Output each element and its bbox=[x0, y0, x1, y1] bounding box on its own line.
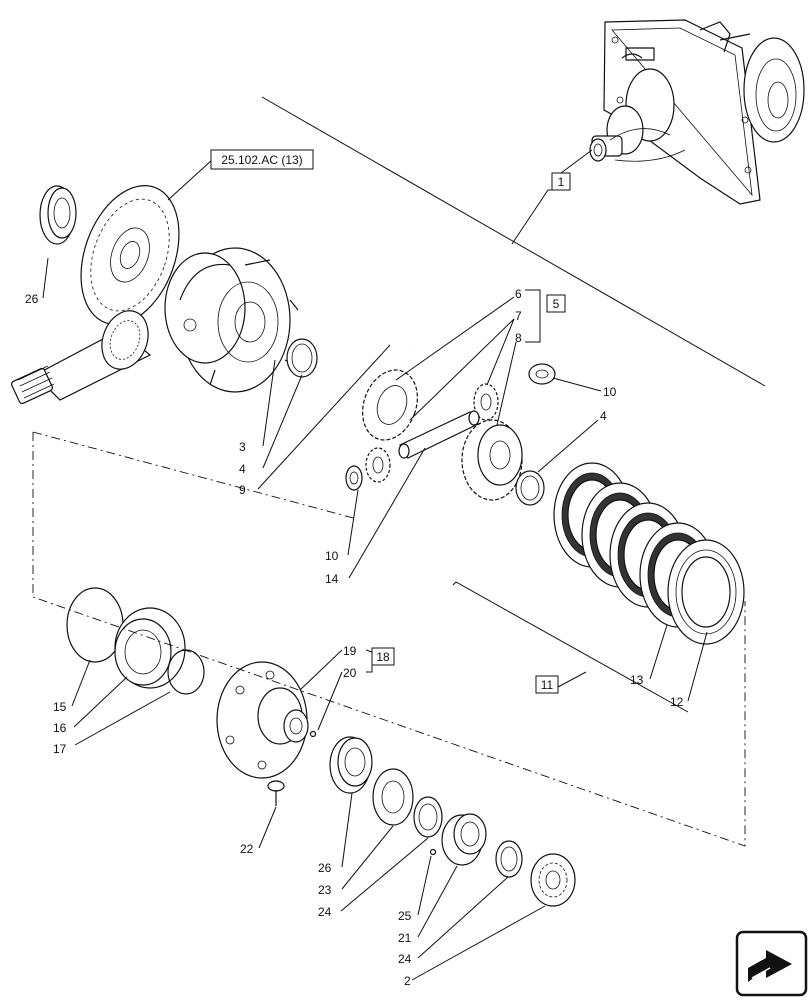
callout-9: 9 bbox=[239, 483, 246, 497]
cover-19 bbox=[216, 661, 309, 779]
washer-10-right bbox=[528, 363, 556, 385]
shim-23 bbox=[372, 768, 414, 826]
callout-4-left: 4 bbox=[239, 462, 246, 476]
shaft-14 bbox=[398, 410, 480, 459]
callout-18: 18 bbox=[376, 650, 390, 664]
washer-4-right bbox=[515, 470, 545, 506]
ball-25 bbox=[429, 848, 437, 856]
thrust-washer-4-left bbox=[286, 338, 318, 378]
callout-10-right: 10 bbox=[603, 385, 617, 399]
callout-22: 22 bbox=[240, 842, 254, 856]
callout-4-right: 4 bbox=[600, 409, 607, 423]
bearing-26-bottom bbox=[329, 736, 373, 794]
bevel-gear-6 bbox=[362, 369, 418, 441]
bolt-22 bbox=[267, 780, 285, 806]
callout-20: 20 bbox=[343, 666, 357, 680]
sleeve-21 bbox=[441, 813, 487, 866]
callout-24-right: 24 bbox=[398, 952, 412, 966]
washer-10-left bbox=[345, 465, 363, 491]
callout-11: 11 bbox=[541, 678, 554, 692]
next-page-arrow-icon[interactable] bbox=[735, 930, 808, 997]
callout-26-bottom: 26 bbox=[318, 861, 332, 875]
callout-19: 19 bbox=[343, 644, 357, 658]
callout-6: 6 bbox=[515, 287, 522, 301]
callout-12: 12 bbox=[670, 695, 684, 709]
bearing-26-top bbox=[39, 185, 77, 245]
callout-15: 15 bbox=[53, 700, 67, 714]
callout-13: 13 bbox=[630, 673, 644, 687]
spring-plate-2 bbox=[530, 853, 576, 907]
planet-gear-7 bbox=[473, 383, 499, 421]
callout-26-top: 26 bbox=[25, 292, 39, 306]
ring-24-left bbox=[413, 796, 443, 838]
pin-9 bbox=[381, 332, 411, 350]
differential-case bbox=[164, 247, 299, 393]
reference-box bbox=[210, 149, 314, 170]
callout-7: 7 bbox=[515, 309, 522, 323]
callout-5: 5 bbox=[553, 297, 560, 311]
o-ring-17 bbox=[167, 649, 205, 695]
callout-16: 16 bbox=[53, 721, 67, 735]
callout-2: 2 bbox=[404, 974, 411, 988]
callout-3: 3 bbox=[239, 440, 246, 454]
callout-23: 23 bbox=[318, 883, 332, 897]
callout-10-left: 10 bbox=[325, 549, 339, 563]
sun-gear-8 bbox=[461, 419, 523, 501]
side-gear-10-small bbox=[365, 447, 391, 483]
axle-assembly-drawing bbox=[589, 19, 805, 205]
callout-ref-25-102-ac: 25.102.AC (13) bbox=[221, 153, 302, 167]
ball-20 bbox=[309, 730, 317, 738]
callout-24-left: 24 bbox=[318, 905, 332, 919]
callout-25: 25 bbox=[398, 909, 412, 923]
callout-1: 1 bbox=[558, 175, 565, 189]
clutch-disc-pack bbox=[553, 462, 745, 645]
callout-8: 8 bbox=[515, 331, 522, 345]
piston-16 bbox=[114, 607, 186, 689]
ring-24-right bbox=[495, 840, 523, 878]
crown-wheel-and-pinion bbox=[11, 185, 180, 405]
callout-14: 14 bbox=[325, 572, 339, 586]
callout-21: 21 bbox=[398, 931, 412, 945]
callout-17: 17 bbox=[53, 742, 67, 756]
